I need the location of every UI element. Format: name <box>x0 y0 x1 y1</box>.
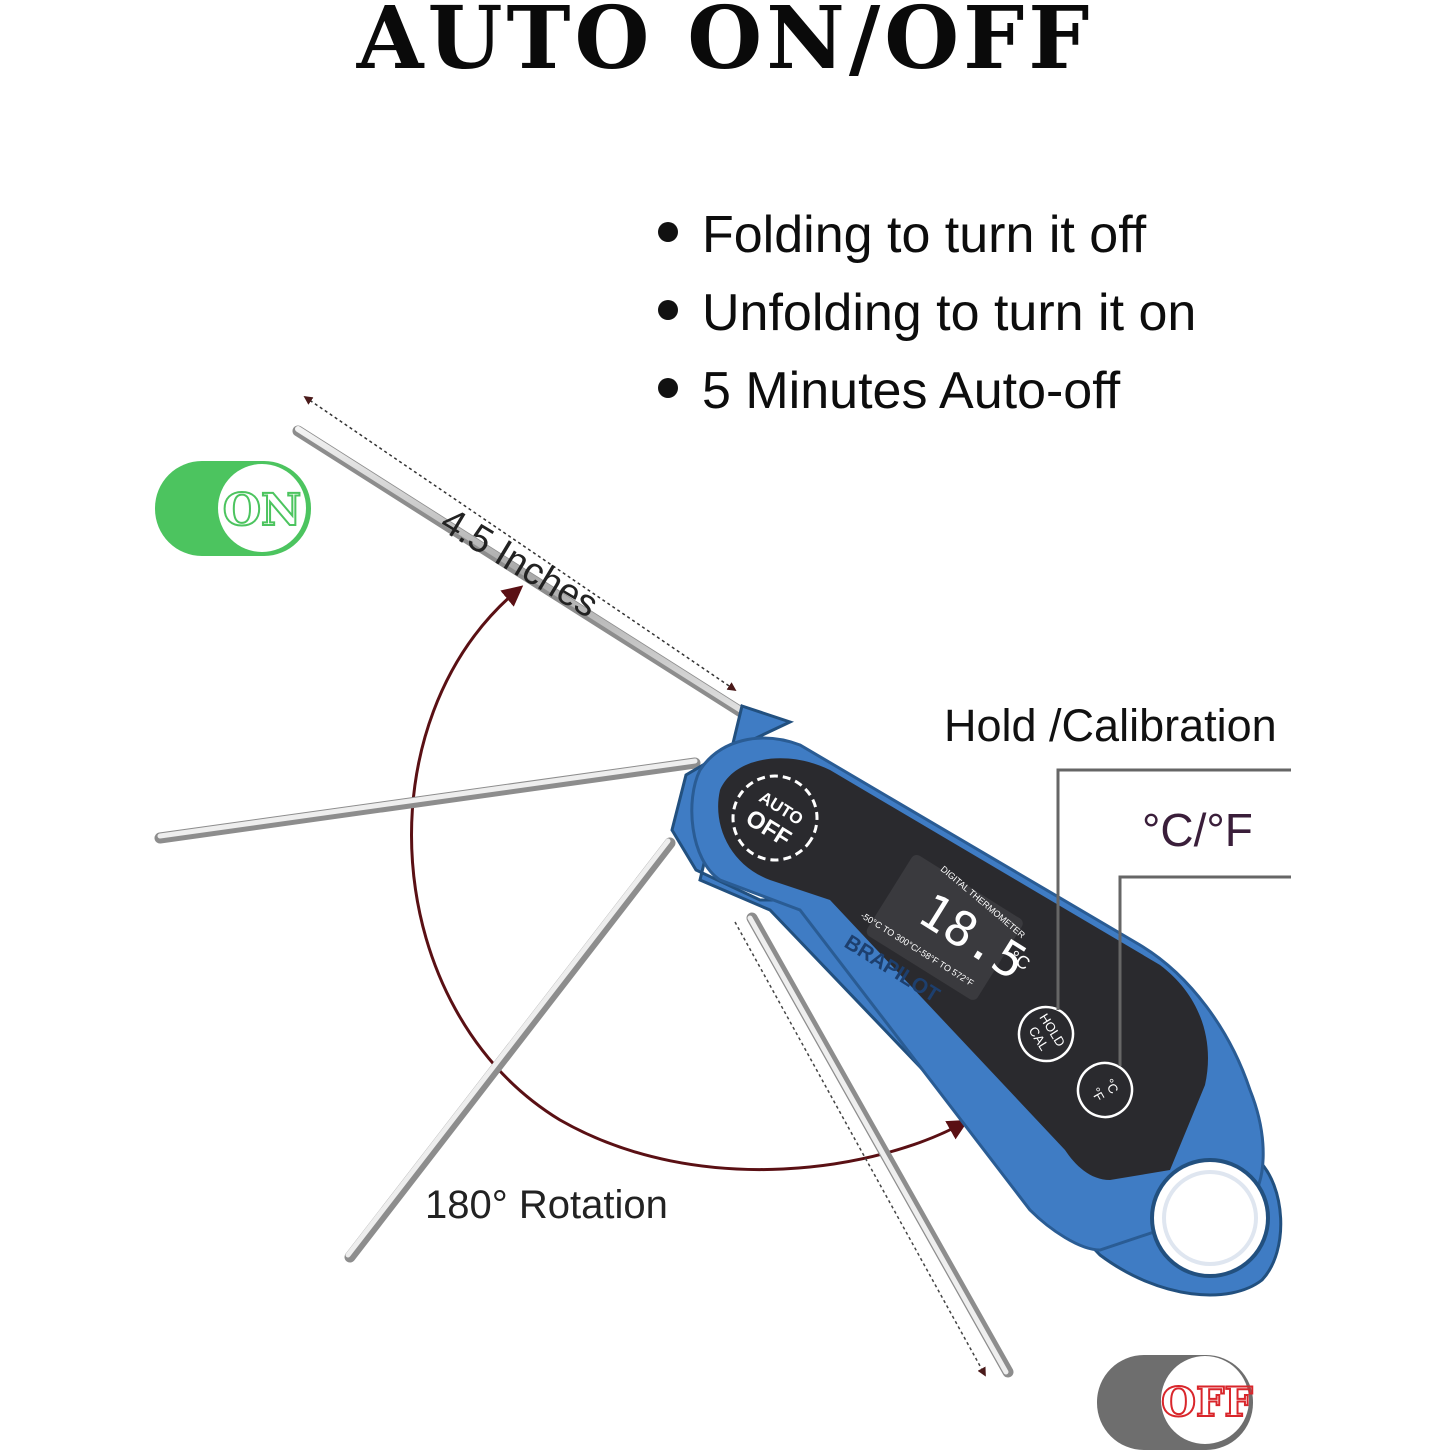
feature-item: Folding to turn it off <box>650 196 1196 274</box>
lcd-screen <box>866 854 1023 1000</box>
fold-path-line <box>734 921 986 1377</box>
off-toggle: OFF <box>1097 1355 1254 1450</box>
off-toggle-label: OFF <box>1161 1379 1253 1426</box>
rotation-arc <box>410 585 969 1172</box>
thermometer-body <box>670 704 1283 1297</box>
probe-diagonal <box>344 837 676 1263</box>
probe-full-open <box>292 425 758 725</box>
bullet-icon <box>658 378 678 399</box>
hold-callout-label: Hold /Calibration <box>944 700 1277 751</box>
probe-horizontal <box>154 757 701 844</box>
page-title: AUTO ON/OFF <box>356 0 1094 89</box>
bullet-icon <box>658 222 678 243</box>
feature-item: Unfolding to turn it on <box>650 274 1196 352</box>
feature-text: Unfolding to turn it on <box>702 284 1197 342</box>
feature-item: 5 Minutes Auto-off <box>650 352 1196 430</box>
unit-callout-line <box>1118 875 1291 1066</box>
celsius-label: °C <box>1101 1076 1121 1096</box>
unit-callout-label: °C/°F <box>1142 804 1253 856</box>
bullet-icon <box>658 300 678 321</box>
fahrenheit-label: °F <box>1088 1085 1108 1104</box>
on-toggle-label: ON <box>223 485 302 536</box>
on-toggle: ON <box>155 461 311 556</box>
hold-callout-line <box>1056 768 1291 1010</box>
toggle-knob <box>1161 1356 1249 1444</box>
rotation-label: 180° Rotation <box>425 1183 668 1227</box>
probe-folded <box>734 912 1014 1378</box>
feature-list: Folding to turn it off Unfolding to turn… <box>650 196 1196 430</box>
toggle-knob <box>218 464 306 552</box>
unit-toggle-button: °C °F <box>1076 1061 1134 1119</box>
feature-text: Folding to turn it off <box>702 206 1147 264</box>
feature-text: 5 Minutes Auto-off <box>702 362 1121 420</box>
